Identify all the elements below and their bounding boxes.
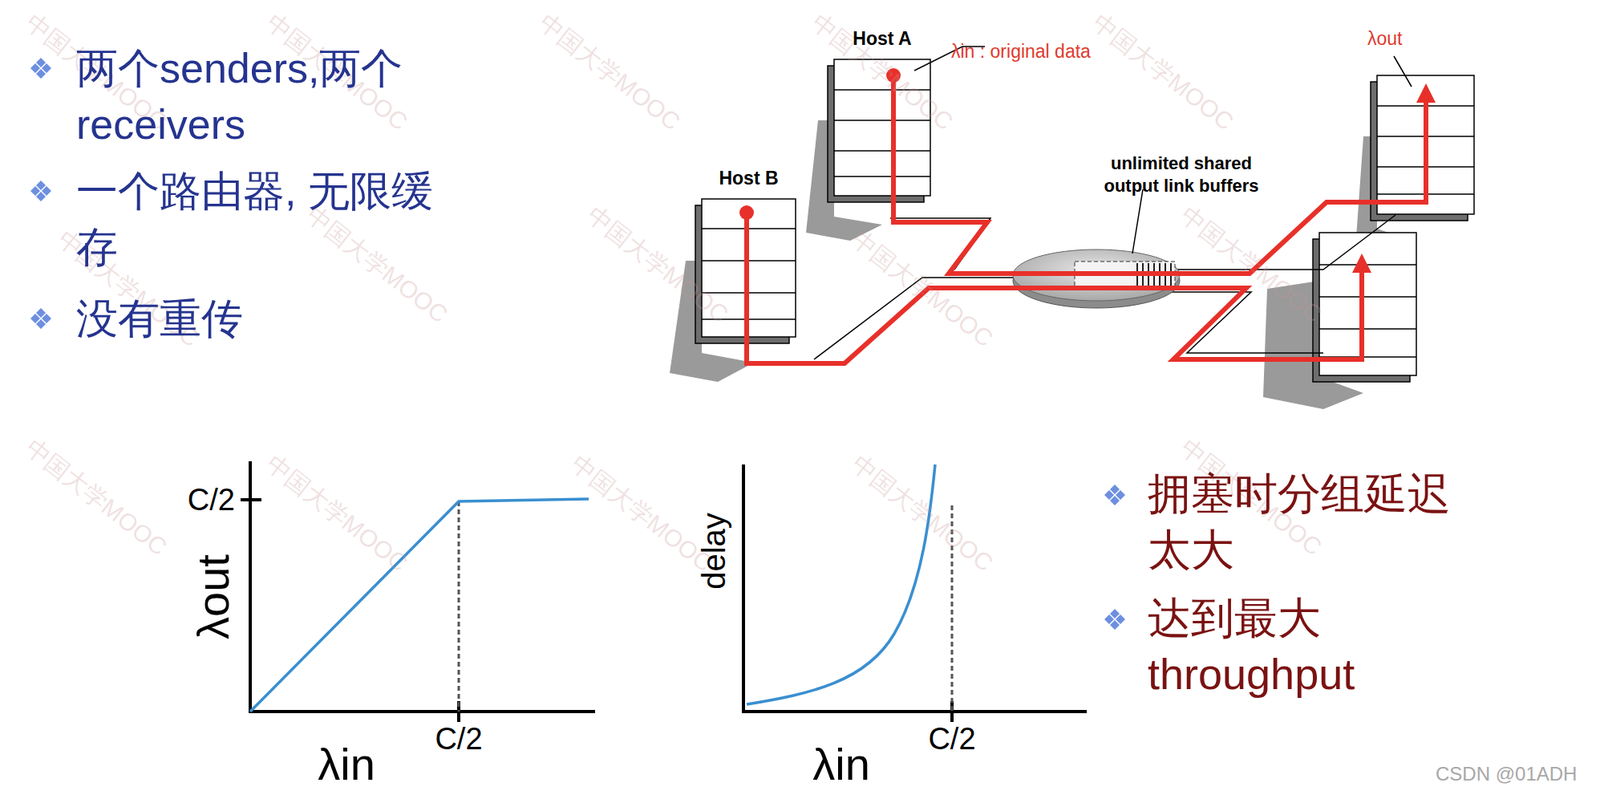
axis-label: delay [693, 512, 734, 590]
bullet-text: 达到最大 throughput [1147, 589, 1485, 702]
host-label: Host A [852, 28, 912, 50]
bullet-text: 一个路由器, 无限缓 存 [76, 162, 462, 276]
computer-shadow [669, 120, 1412, 410]
tick-label: C/2 [418, 720, 499, 759]
throughput-chart [240, 461, 596, 722]
axis-label: λin [785, 736, 898, 793]
rate-label: λout [1367, 27, 1402, 51]
leader-line [1132, 189, 1143, 254]
tick-label: C/2 [911, 720, 993, 759]
router [1012, 249, 1180, 308]
rate-label: λin : original data [951, 40, 1091, 64]
bullet-text: 两个senders,两个 receivers [76, 40, 462, 153]
tower-shelves [701, 89, 1475, 357]
tick-label: C/2 [164, 481, 235, 520]
watermark: 中国大学MOOC [532, 8, 686, 138]
watermark: 中国大学MOOC [1085, 8, 1240, 138]
host-label: Host B [718, 167, 778, 190]
source-dot [739, 205, 754, 220]
leader-line [1393, 56, 1412, 87]
bullet-text: 没有重传 [76, 290, 462, 347]
computer-tower [695, 59, 1475, 382]
callout-text: unlimited shared output link buffers [1085, 152, 1278, 197]
watermark: 中国大学MOOC [259, 449, 414, 579]
axis-label: λout [185, 554, 242, 640]
watermark: 中国大学MOOC [299, 200, 454, 330]
axis-label: λin [290, 736, 403, 793]
bullet-text: 拥塞时分组延迟 太大 [1147, 465, 1485, 578]
watermark: CSDN @01ADH [1435, 761, 1577, 786]
host-computer: Host B [701, 198, 796, 337]
watermark: 中国大学MOOC [19, 433, 173, 563]
host-computer: Host A [834, 59, 931, 196]
watermark: 中国大学MOOC [564, 449, 718, 579]
data-flow [746, 75, 1426, 364]
